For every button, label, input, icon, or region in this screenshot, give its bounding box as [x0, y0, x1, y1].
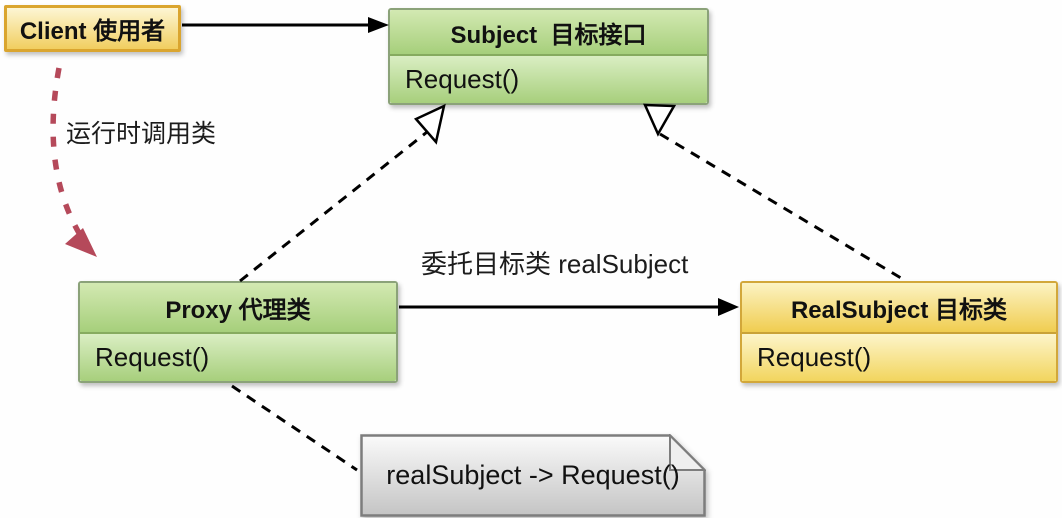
proxy-realization-arrow-icon	[239, 103, 446, 283]
node-proxy: Proxy 代理类 Request()	[78, 281, 398, 383]
note-box: realSubject -> Request()	[360, 433, 707, 517]
note-shape	[360, 433, 707, 517]
node-real-subject-title: RealSubject 目标类	[742, 283, 1056, 334]
node-subject-title: Subject 目标接口	[390, 10, 707, 56]
node-proxy-title: Proxy 代理类	[80, 283, 396, 334]
node-real-subject: RealSubject 目标类 Request()	[740, 281, 1058, 383]
delegate-label: 委托目标类 realSubject	[421, 249, 689, 279]
node-client: Client 使用者	[4, 5, 181, 52]
node-proxy-method: Request()	[80, 334, 396, 381]
node-subject-method: Request()	[390, 56, 707, 103]
runtime-call-arrow-icon	[50, 67, 97, 257]
node-real-subject-method: Request()	[742, 334, 1056, 381]
client-to-subject-arrow-icon	[182, 17, 389, 33]
proxy-to-realsubject-arrow-icon	[399, 298, 739, 316]
runtime-call-label: 运行时调用类	[66, 120, 217, 148]
node-client-title: Client 使用者	[19, 18, 166, 45]
node-subject: Subject 目标接口 Request()	[388, 8, 709, 105]
note-text: realSubject -> Request()	[386, 460, 680, 490]
proxy-to-note-link-icon	[231, 384, 358, 472]
